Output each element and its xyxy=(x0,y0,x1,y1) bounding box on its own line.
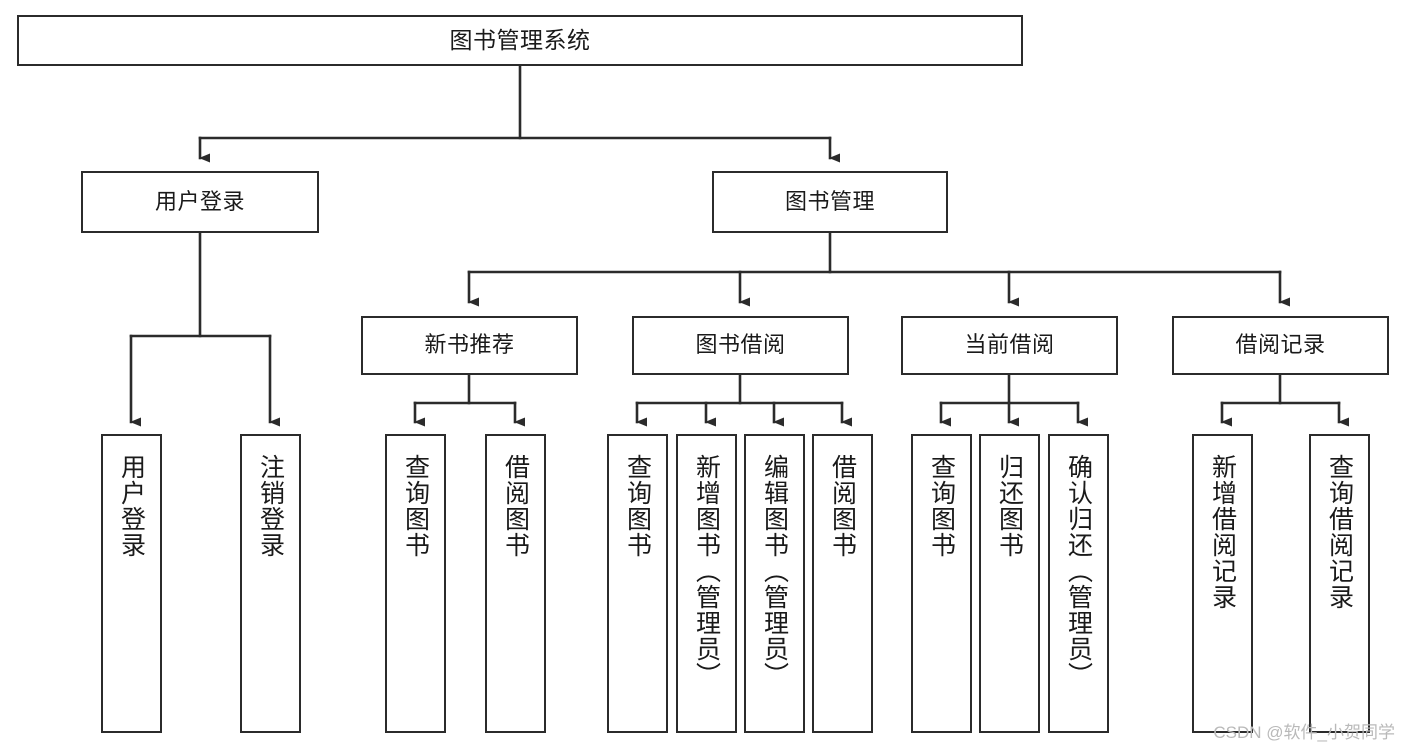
node-label: 用户登录 xyxy=(154,188,245,214)
leaf-logout-login[interactable]: 注销登录 xyxy=(240,434,301,733)
leaf-edit-book-admin[interactable]: 编辑图书（管理员） xyxy=(744,434,805,733)
leaf-return-book[interactable]: 归还图书 xyxy=(979,434,1040,733)
node-label: 查询图书 xyxy=(927,454,956,558)
node-label: 查询图书 xyxy=(401,454,430,558)
node-label: 新增借阅记录 xyxy=(1208,454,1237,610)
node-label: 查询图书 xyxy=(623,454,652,558)
node-label: 编辑图书（管理员） xyxy=(760,454,789,688)
node-label: 确认归还（管理员） xyxy=(1064,454,1093,688)
node-label: 图书管理 xyxy=(784,188,875,214)
node-label: 图书借阅 xyxy=(695,332,786,358)
node-label: 当前借阅 xyxy=(964,332,1055,358)
node-new-book-recommend[interactable]: 新书推荐 xyxy=(361,316,578,375)
csdn-watermark: CSDN @软件_小贺同学 xyxy=(1213,723,1395,742)
node-root-system[interactable]: 图书管理系统 xyxy=(17,15,1023,66)
node-label: 借阅图书 xyxy=(828,454,857,558)
leaf-user-login[interactable]: 用户登录 xyxy=(101,434,162,733)
leaf-confirm-return-admin[interactable]: 确认归还（管理员） xyxy=(1048,434,1109,733)
node-label: 借阅记录 xyxy=(1235,332,1326,358)
node-current-borrow[interactable]: 当前借阅 xyxy=(901,316,1118,375)
node-label: 注销登录 xyxy=(256,454,285,558)
node-label: 图书管理系统 xyxy=(449,26,591,53)
node-label: 新书推荐 xyxy=(424,332,515,358)
node-label: 新增图书（管理员） xyxy=(692,454,721,688)
leaf-query-book-new-recommend[interactable]: 查询图书 xyxy=(385,434,446,733)
leaf-borrow-book-new-recommend[interactable]: 借阅图书 xyxy=(485,434,546,733)
node-label: 查询借阅记录 xyxy=(1325,454,1354,610)
leaf-query-book-current[interactable]: 查询图书 xyxy=(911,434,972,733)
leaf-query-book-borrow[interactable]: 查询图书 xyxy=(607,434,668,733)
node-book-borrow[interactable]: 图书借阅 xyxy=(632,316,849,375)
leaf-add-borrow-record[interactable]: 新增借阅记录 xyxy=(1192,434,1253,733)
leaf-add-book-admin[interactable]: 新增图书（管理员） xyxy=(676,434,737,733)
leaf-borrow-book-borrow[interactable]: 借阅图书 xyxy=(812,434,873,733)
node-label: 用户登录 xyxy=(117,454,146,558)
node-label: 借阅图书 xyxy=(501,454,530,558)
leaf-query-borrow-record[interactable]: 查询借阅记录 xyxy=(1309,434,1370,733)
node-user-login[interactable]: 用户登录 xyxy=(81,171,319,233)
node-book-management[interactable]: 图书管理 xyxy=(712,171,948,233)
node-borrow-record[interactable]: 借阅记录 xyxy=(1172,316,1389,375)
node-label: 归还图书 xyxy=(995,454,1024,558)
